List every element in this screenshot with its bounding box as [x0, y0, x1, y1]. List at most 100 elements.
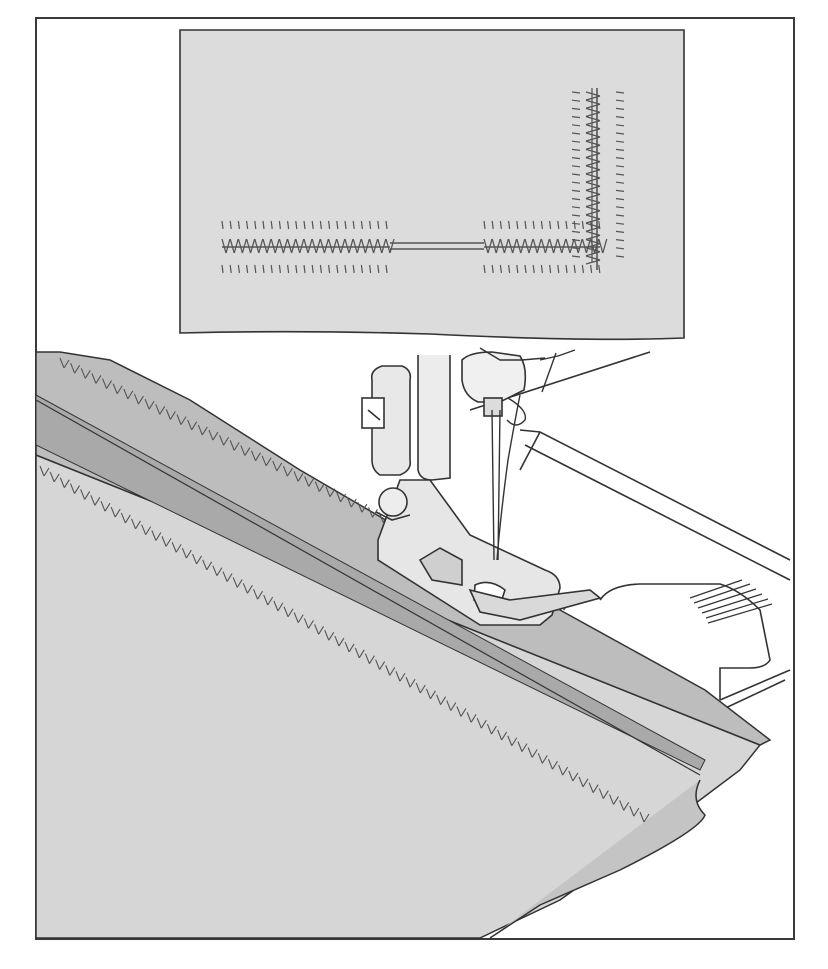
stitch-mark: [440, 696, 447, 706]
stitch-mark: [262, 238, 268, 254]
stitch-mark: [141, 524, 147, 535]
stitch-mark: [615, 116, 625, 119]
stitch-mark: [419, 684, 426, 694]
stitch-mark: [216, 567, 223, 576]
stitch-mark: [552, 760, 558, 770]
presser-foot-assembly: [361, 351, 602, 626]
stitch-mark: [127, 390, 134, 400]
stitch-mark: [112, 383, 118, 394]
stitch-mark: [282, 465, 288, 477]
stitch-mark: [571, 181, 581, 184]
stitch-mark: [336, 264, 339, 274]
stitch-mark: [537, 753, 543, 764]
stitch-mark: [598, 788, 604, 799]
stitch-mark: [466, 712, 472, 723]
stitch-mark: [131, 518, 137, 529]
stitch-mark: [562, 766, 569, 776]
stitch-mark: [395, 671, 401, 682]
stitch-mark: [273, 600, 279, 612]
stitch-mark: [63, 479, 70, 489]
stitch-mark: [581, 264, 584, 274]
stitch-mark: [303, 618, 309, 629]
stitch-mark: [501, 731, 508, 741]
stitch-mark: [278, 264, 281, 274]
stitch-mark: [266, 238, 272, 254]
stitch-mark: [571, 99, 581, 102]
stitch-mark: [262, 264, 265, 274]
stitch-mark: [615, 222, 625, 225]
stitch-mark: [295, 220, 298, 230]
stitch-mark: [104, 502, 111, 512]
stitch-mark: [483, 238, 489, 254]
stitch-mark: [615, 140, 625, 143]
stitch-mark: [357, 501, 363, 513]
stitch-mark: [80, 368, 86, 379]
stitch-mark: [598, 238, 604, 254]
stitch-mark: [508, 264, 511, 274]
stitch-mark: [615, 230, 625, 233]
stitch-mark: [557, 220, 560, 230]
stitch-mark: [100, 500, 106, 512]
stitch-mark: [547, 759, 553, 770]
stitch-mark: [340, 238, 346, 254]
stitch-mark: [571, 189, 581, 192]
stitch-mark: [277, 602, 284, 612]
stitch-mark: [483, 264, 486, 274]
stitch-mark: [74, 485, 80, 494]
stitch-mark: [258, 238, 264, 254]
stitch-mark: [524, 220, 527, 230]
stitch-mark: [287, 608, 294, 618]
stitch-mark: [246, 584, 253, 594]
stitch-mark: [196, 555, 203, 565]
stitch-mark: [175, 543, 182, 553]
stitch-mark: [232, 577, 238, 588]
feed-dog-grille: [689, 579, 773, 624]
stitch-mark: [511, 737, 518, 747]
stitch-mark: [106, 380, 113, 389]
stitch-mark: [272, 460, 278, 472]
stitch-mark: [354, 647, 360, 659]
stitch-mark: [116, 385, 123, 395]
stitch-mark: [369, 220, 372, 230]
stitch-mark: [274, 238, 280, 254]
stitch-mark: [319, 238, 326, 254]
stitch-mark: [254, 220, 257, 230]
stitch-mark: [327, 238, 334, 254]
stitch-mark: [102, 378, 108, 389]
stitch-mark: [221, 264, 224, 274]
stitch-mark: [615, 189, 625, 192]
stitch-mark: [295, 238, 301, 254]
stitch-mark: [80, 489, 86, 500]
stitch-mark: [223, 436, 230, 446]
stitch-mark: [180, 416, 187, 425]
stitch-mark: [338, 637, 345, 647]
stitch-mark: [364, 238, 371, 254]
stitch-mark: [314, 624, 320, 635]
stitch-mark: [246, 220, 249, 230]
stitch-mark: [507, 735, 513, 746]
stitch-mark: [325, 486, 331, 497]
stitch-mark: [503, 238, 510, 254]
stitch-mark: [456, 706, 462, 717]
stitch-mark: [483, 220, 486, 230]
stitch-mark: [520, 238, 526, 254]
stitch-mark: [385, 238, 391, 254]
stitch-mark: [155, 404, 161, 415]
stitch-mark: [192, 553, 198, 565]
stitch-mark: [544, 238, 551, 254]
stitch-mark: [367, 507, 374, 518]
stitch-mark: [138, 395, 144, 405]
stitch-mark: [460, 708, 467, 717]
stitch-mark: [499, 238, 506, 254]
stitch-mark: [208, 429, 214, 441]
stitch-mark: [307, 238, 313, 254]
stitch-mark: [39, 465, 45, 477]
stitch-mark: [613, 796, 619, 805]
stitch-mark: [311, 264, 314, 274]
stitch-mark: [436, 694, 442, 705]
stitch-mark: [377, 238, 383, 254]
stitch-mark: [602, 238, 608, 254]
stitch-mark: [615, 99, 625, 102]
stitch-mark: [124, 514, 131, 524]
stitch-mark: [571, 198, 581, 201]
